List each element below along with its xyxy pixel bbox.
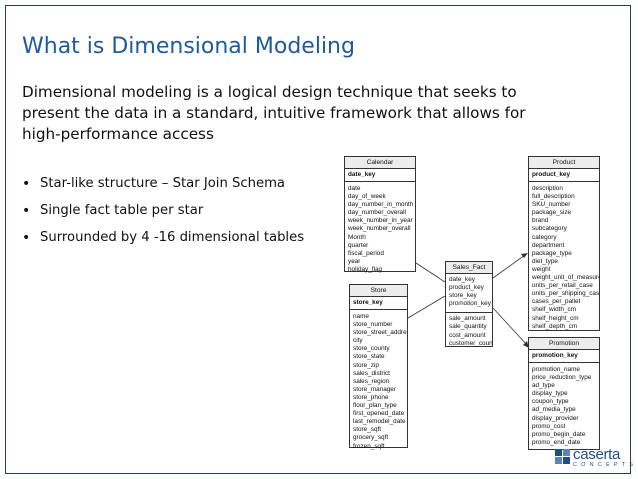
slide-frame: [5, 5, 631, 474]
table-divider: [446, 312, 492, 314]
table-measures: sale_amount sale_quantity cost_amount cu…: [449, 315, 492, 347]
table-key: store_key: [350, 297, 407, 310]
sales-fact-table: Sales_Fact date_key product_key store_ke…: [445, 261, 493, 347]
table-title: Calendar: [345, 157, 415, 169]
table-keys: date_key product_key store_key promotion…: [449, 276, 491, 308]
relationship-line: [407, 295, 446, 319]
table-key: product_key: [529, 169, 599, 182]
bullet-item: •Star-like structure – Star Join Schema: [22, 176, 286, 192]
store-table: Store store_key name store_number store_…: [349, 284, 408, 450]
table-fields: name store_number store_street_address c…: [353, 313, 407, 450]
table-key: date_key: [345, 169, 415, 182]
promotion-table: Promotion promotion_key promotion_name p…: [528, 337, 600, 450]
caserta-logo: caserta CONCEPTS: [555, 446, 633, 470]
logo-mark-icon: [555, 449, 570, 464]
table-title: Promotion: [529, 338, 599, 350]
intro-paragraph: Dimensional modeling is a logical design…: [22, 83, 526, 143]
bullet-list: •Star-like structure – Star Join Schema …: [22, 176, 304, 257]
bullet-item: •Single fact table per star: [22, 203, 204, 219]
relationship-line: [415, 262, 446, 283]
table-fields: description full_description SKU_number …: [532, 185, 599, 330]
bullet-item: •Surrounded by 4 -16 dimensional tables: [22, 230, 305, 246]
table-fields: date day_of_week day_number_in_month day…: [348, 185, 414, 273]
table-fields: promotion_name price_reduction_type ad_t…: [532, 366, 592, 446]
table-title: Store: [350, 285, 407, 297]
table-key: promotion_key: [529, 350, 599, 363]
bullet-icon: •: [22, 176, 31, 192]
bullet-icon: •: [22, 203, 31, 219]
relationship-arrowhead: [521, 253, 528, 258]
relationship-arrowhead: [523, 341, 529, 348]
calendar-table: Calendar date_key date day_of_week day_n…: [344, 156, 416, 273]
bullet-icon: •: [22, 230, 31, 246]
table-title: Sales_Fact: [446, 262, 492, 274]
logo-subtitle: CONCEPTS: [573, 462, 638, 468]
relationship-line: [492, 307, 528, 346]
logo-word: caserta: [573, 446, 621, 463]
slide-title: What is Dimensional Modeling: [22, 34, 355, 59]
product-table: Product product_key description full_des…: [528, 156, 600, 331]
relationship-line: [492, 254, 526, 279]
table-title: Product: [529, 157, 599, 169]
